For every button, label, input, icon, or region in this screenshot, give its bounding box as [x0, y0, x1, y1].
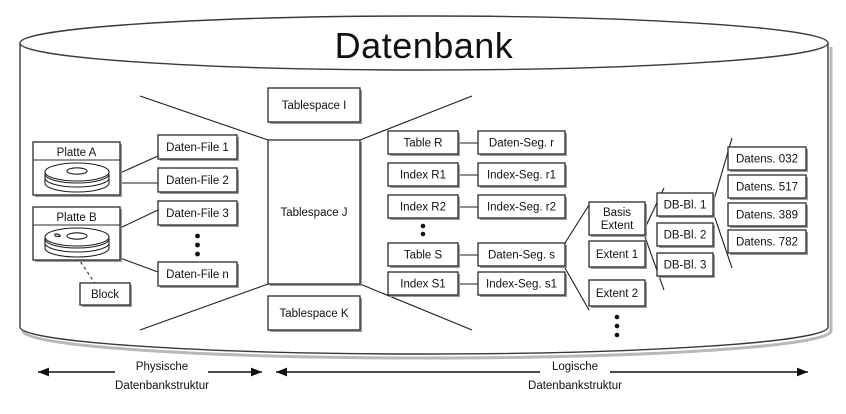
data-file-1[interactable]: Daten-File 1 [157, 134, 239, 161]
segment-index-seg-s1[interactable]: Index-Seg. s1 [477, 271, 567, 297]
db-block-2[interactable]: DB-Bl. 2 [656, 222, 715, 248]
segment-label: Daten-Seg. r [489, 138, 554, 150]
diagram-title: Datenbank [335, 25, 514, 66]
disk-platter-icon [44, 162, 110, 193]
disk-label: Platte A [57, 147, 97, 159]
caption-line1: Logische [552, 361, 598, 373]
segment-label: Index-Seg. r1 [487, 170, 556, 182]
disk-platte-b[interactable]: Platte B [32, 206, 122, 262]
tablespace-label: Tablespace K [279, 308, 348, 320]
object-label: Index R1 [400, 170, 446, 182]
block-callout[interactable]: Block [79, 282, 132, 307]
record-3[interactable]: Datens. 389 [727, 202, 808, 228]
connector-lines-tablespace-objects [359, 95, 473, 331]
record-label: Datens. 782 [736, 237, 798, 249]
data-file-label: Daten-File n [166, 269, 229, 281]
data-file-n[interactable]: Daten-File n [157, 261, 239, 288]
segment-daten-seg-r[interactable]: Daten-Seg. r [477, 130, 567, 156]
connector-lines-object-segment [458, 142, 478, 285]
object-index-s1[interactable]: Index S1 [387, 271, 460, 297]
tablespace-k[interactable]: Tablespace K [267, 295, 362, 332]
extent-2[interactable]: Extent 2 [588, 279, 647, 308]
disk-platte-a[interactable]: Platte A [32, 141, 122, 197]
tablespace-label: Tablespace J [280, 207, 347, 219]
data-file-3[interactable]: Daten-File 3 [157, 200, 239, 227]
caption-logical-structure: Logische Datenbankstruktur [276, 361, 808, 392]
block-label: Block [91, 289, 119, 301]
db-block-3[interactable]: DB-Bl. 3 [656, 252, 715, 278]
object-index-r2[interactable]: Index R2 [387, 194, 460, 220]
object-index-r1[interactable]: Index R1 [387, 162, 460, 188]
db-block-label: DB-Bl. 2 [664, 230, 707, 242]
data-file-2[interactable]: Daten-File 2 [157, 167, 239, 194]
objects-ellipsis [420, 223, 426, 237]
caption-line1: Physische [136, 361, 188, 373]
extent-basis[interactable]: Basis Extent [588, 201, 647, 237]
object-label: Table S [404, 250, 443, 262]
extent-label-line2: Extent [601, 220, 634, 232]
record-label: Datens. 032 [736, 154, 798, 166]
object-label: Index S1 [400, 279, 445, 291]
segment-label: Daten-Seg. s [488, 250, 555, 262]
object-table-r[interactable]: Table R [387, 130, 460, 156]
data-file-label: Daten-File 1 [166, 142, 229, 154]
extent-label: Extent 2 [596, 288, 638, 300]
record-label: Datens. 517 [736, 182, 798, 194]
record-label: Datens. 389 [736, 210, 798, 222]
record-1[interactable]: Datens. 032 [727, 146, 808, 172]
extents-ellipsis [614, 314, 620, 338]
db-block-1[interactable]: DB-Bl. 1 [656, 192, 715, 218]
object-label: Index R2 [400, 202, 446, 214]
db-block-label: DB-Bl. 1 [664, 200, 707, 212]
data-file-label: Daten-File 3 [166, 208, 229, 220]
disk-label: Platte B [56, 212, 97, 224]
caption-line2: Datenbankstruktur [115, 380, 209, 392]
connector-lines-files-tablespace [139, 95, 269, 331]
extent-label: Extent 1 [596, 249, 638, 261]
db-block-label: DB-Bl. 3 [664, 260, 707, 272]
tablespace-label: Tablespace I [282, 100, 347, 112]
caption-physical-structure: Physische Datenbankstruktur [38, 361, 262, 392]
segment-index-seg-r2[interactable]: Index-Seg. r2 [477, 194, 567, 220]
connector-lines-segment-extents [564, 204, 590, 311]
segment-label: Index-Seg. r2 [487, 202, 556, 214]
extent-label-line1: Basis [603, 207, 631, 219]
data-file-label: Daten-File 2 [166, 175, 229, 187]
disk-platter-icon [44, 227, 110, 258]
tablespace-i[interactable]: Tablespace I [267, 87, 362, 124]
record-4[interactable]: Datens. 782 [727, 229, 808, 255]
caption-line2: Datenbankstruktur [528, 380, 622, 392]
segment-label: Index-Seg. s1 [486, 279, 557, 291]
extent-1[interactable]: Extent 1 [588, 240, 647, 269]
tablespace-j[interactable]: Tablespace J [267, 139, 362, 286]
object-label: Table R [404, 138, 443, 150]
record-2[interactable]: Datens. 517 [727, 174, 808, 200]
segment-daten-seg-s[interactable]: Daten-Seg. s [477, 242, 567, 268]
data-files-ellipsis [195, 233, 200, 257]
object-table-s[interactable]: Table S [387, 242, 460, 268]
segment-index-seg-r1[interactable]: Index-Seg. r1 [477, 162, 567, 188]
